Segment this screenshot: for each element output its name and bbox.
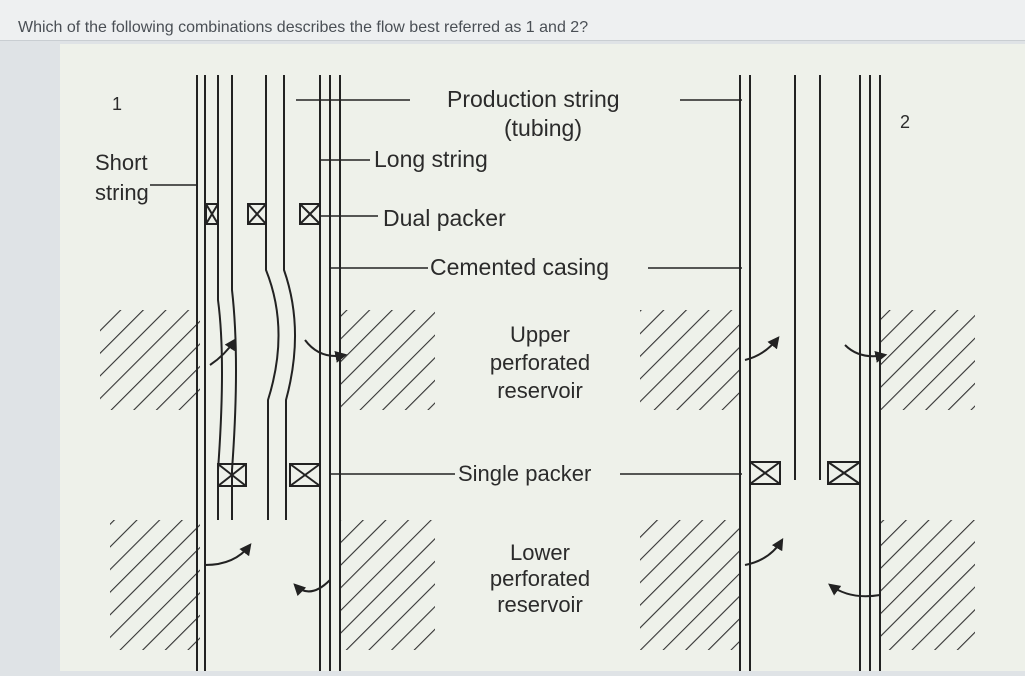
well-diagram: 1 2 Short string Production string (tubi…	[60, 44, 1025, 671]
lower-reservoir-left-hatch	[110, 520, 200, 650]
upper-line2: perforated	[490, 350, 590, 375]
leader-lines	[296, 99, 742, 475]
single-packer-label: Single packer	[458, 461, 591, 486]
production-string-line1: Production string	[447, 86, 620, 112]
production-string-line2: (tubing)	[504, 115, 582, 141]
upper-line1: Upper	[510, 322, 570, 347]
diagram-1	[100, 75, 435, 671]
label-2: 2	[900, 112, 910, 132]
long-string-label: Long string	[374, 146, 488, 172]
lower-reservoir-right-hatch-2	[880, 520, 975, 650]
dual-packer-label: Dual packer	[383, 205, 506, 231]
lower-reservoir-right-hatch	[340, 520, 435, 650]
well-completion-figure: 1 2 Short string Production string (tubi…	[0, 41, 1025, 671]
lower-line3: reservoir	[497, 592, 583, 617]
cemented-casing-label: Cemented casing	[430, 254, 609, 280]
question-bar: Which of the following combinations desc…	[0, 0, 1025, 41]
short-string-line1: Short	[95, 150, 148, 175]
upper-reservoir-right-hatch	[340, 310, 435, 410]
upper-reservoir-left-hatch-2	[640, 310, 740, 410]
upper-reservoir-left-hatch	[100, 310, 200, 410]
question-text: Which of the following combinations desc…	[18, 19, 589, 36]
lower-line1: Lower	[510, 540, 570, 565]
lower-line2: perforated	[490, 566, 590, 591]
short-string-line2: string	[95, 180, 149, 205]
upper-line3: reservoir	[497, 378, 583, 403]
upper-reservoir-right-hatch-2	[880, 310, 975, 410]
label-1: 1	[112, 94, 122, 114]
diagram-2	[640, 75, 975, 671]
lower-reservoir-left-hatch-2	[640, 520, 740, 650]
